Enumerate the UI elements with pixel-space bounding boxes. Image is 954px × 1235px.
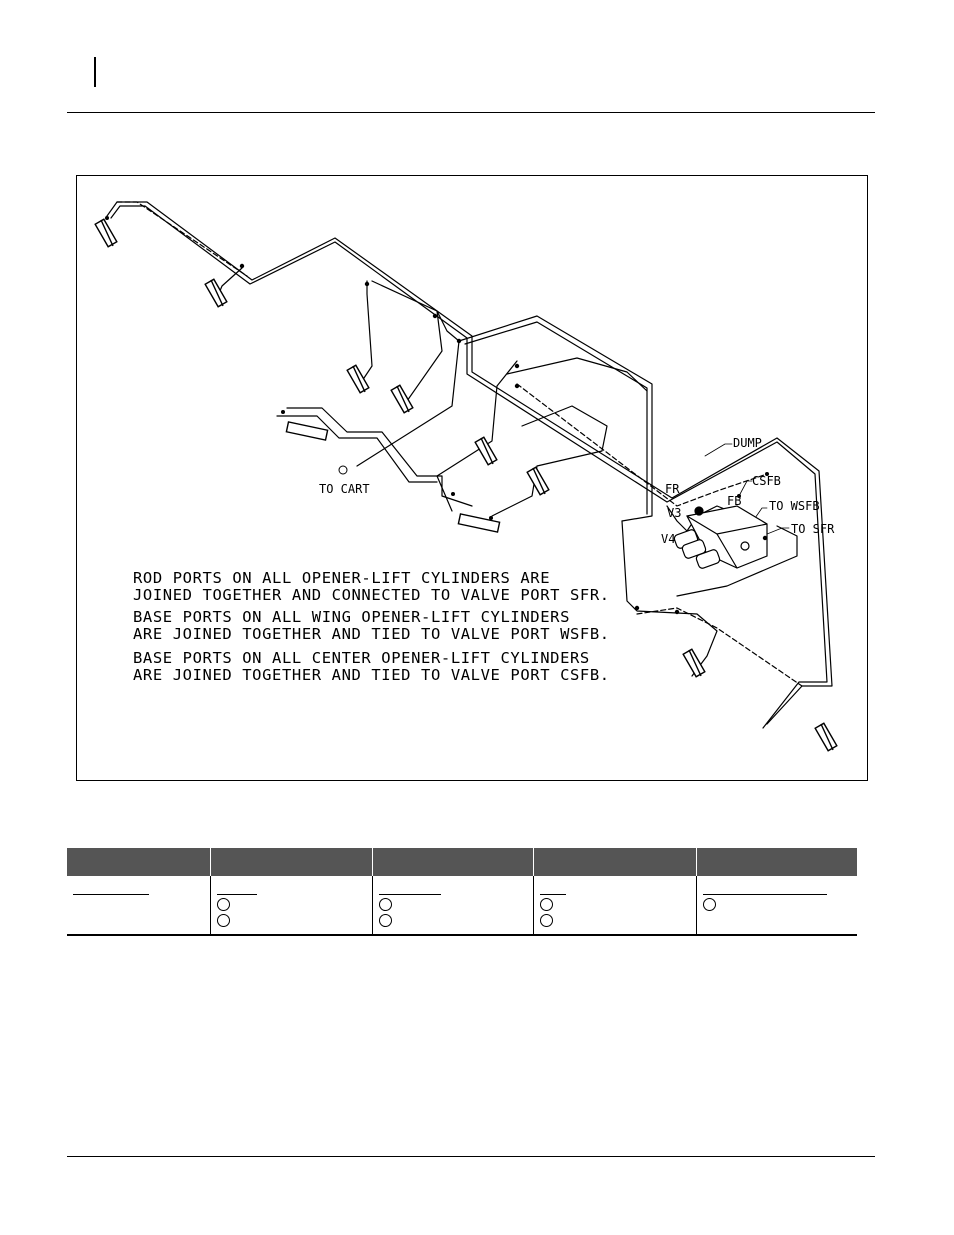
- label-v3: V3: [667, 506, 682, 520]
- hydraulic-hose-center-3: [356, 310, 460, 467]
- spec-header-cell: [533, 848, 697, 876]
- label-v4: V4: [661, 532, 676, 546]
- cylinder-10: [814, 722, 838, 752]
- hydraulic-hose-center-5: [464, 321, 648, 515]
- note-wing-base-ports: BASE PORTS ON ALL WING OPENER-LIFT CYLIN…: [133, 608, 610, 643]
- hydraulic-hose-dashed-2: [516, 383, 768, 507]
- blank-field: [379, 882, 441, 895]
- sfr-leader: [761, 527, 790, 537]
- spec-cell: [696, 876, 857, 936]
- hydraulic-hose-sfr: [676, 525, 798, 597]
- label-to-sfr: TO SFR: [791, 522, 835, 536]
- hose-fittings: [105, 216, 769, 615]
- option-circle: [540, 898, 553, 911]
- cylinder-1: [94, 218, 118, 248]
- spec-table: [67, 848, 857, 936]
- spec-table-header: [67, 848, 857, 876]
- hydraulic-hose-center-1: [361, 280, 373, 382]
- wsfb-leader: [752, 507, 768, 522]
- spec-cell: [533, 876, 697, 936]
- option-circle: [540, 914, 553, 927]
- hydraulic-hose-center-4: [458, 315, 653, 522]
- blank-field: [217, 882, 257, 895]
- option-circle: [217, 898, 230, 911]
- hydraulic-hose-main: [106, 201, 833, 725]
- hydraulic-hose-lower-right: [621, 520, 718, 677]
- blank-field: [540, 882, 566, 895]
- spec-header-cell: [210, 848, 373, 876]
- cylinder-7: [285, 421, 329, 441]
- hydraulic-hose-dashed-3: [636, 607, 803, 687]
- label-csfb: CSFB: [752, 474, 781, 488]
- label-to-wsfb: TO WSFB: [769, 499, 820, 513]
- hydraulic-schematic-drawing: [94, 201, 838, 752]
- cylinder-6: [526, 466, 550, 496]
- blank-field: [73, 882, 149, 895]
- hydraulic-hose-center-6: [436, 360, 518, 512]
- label-fr: FR: [665, 482, 680, 496]
- dump-leader: [704, 443, 733, 457]
- cylinder-9: [682, 648, 706, 678]
- hydraulic-hose-lower-left: [286, 407, 473, 507]
- hydraulic-hose-center-2: [371, 280, 443, 402]
- spec-header-cell: [696, 848, 857, 876]
- header-tick-mark: [94, 57, 96, 87]
- cylinder-2: [204, 278, 228, 308]
- label-dump: DUMP: [733, 436, 762, 450]
- option-circle: [703, 898, 716, 911]
- note-rod-ports: ROD PORTS ON ALL OPENER-LIFT CYLINDERS A…: [133, 569, 610, 604]
- csfb-leader: [738, 480, 753, 497]
- to-cart-fitting: [338, 465, 348, 475]
- option-circle: [379, 898, 392, 911]
- spec-cell: [372, 876, 534, 936]
- blank-field: [703, 882, 827, 895]
- valve-block: [673, 505, 768, 569]
- footer-rule: [67, 1156, 875, 1157]
- cylinder-5: [474, 436, 498, 466]
- hydraulic-hose-lower-left-2: [276, 415, 438, 483]
- spec-cell: [67, 876, 211, 936]
- spec-header-cell: [372, 848, 534, 876]
- hydraulic-hose-center-7: [506, 357, 648, 392]
- cylinder-8: [457, 513, 501, 533]
- spec-header-cell: [67, 848, 211, 876]
- option-circle: [379, 914, 392, 927]
- opener-lift-cylinders: [94, 218, 838, 752]
- cylinder-3: [346, 364, 370, 394]
- label-fb: FB: [727, 494, 742, 508]
- note-center-base-ports: BASE PORTS ON ALL CENTER OPENER-LIFT CYL…: [133, 649, 610, 684]
- spec-table-row: [67, 876, 857, 936]
- spec-cell: [210, 876, 373, 936]
- hydraulic-schematic-figure: DUMP CSFB TO WSFB TO SFR FR FB V3 V4 TO …: [76, 175, 868, 781]
- hydraulic-hose-dashed: [116, 201, 248, 277]
- hydraulic-hose-main-return: [110, 205, 828, 729]
- label-to-cart: TO CART: [319, 482, 370, 496]
- hydraulic-hose-right-loop: [491, 405, 608, 517]
- cylinder-4: [390, 384, 414, 414]
- header-rule: [67, 112, 875, 113]
- option-circle: [217, 914, 230, 927]
